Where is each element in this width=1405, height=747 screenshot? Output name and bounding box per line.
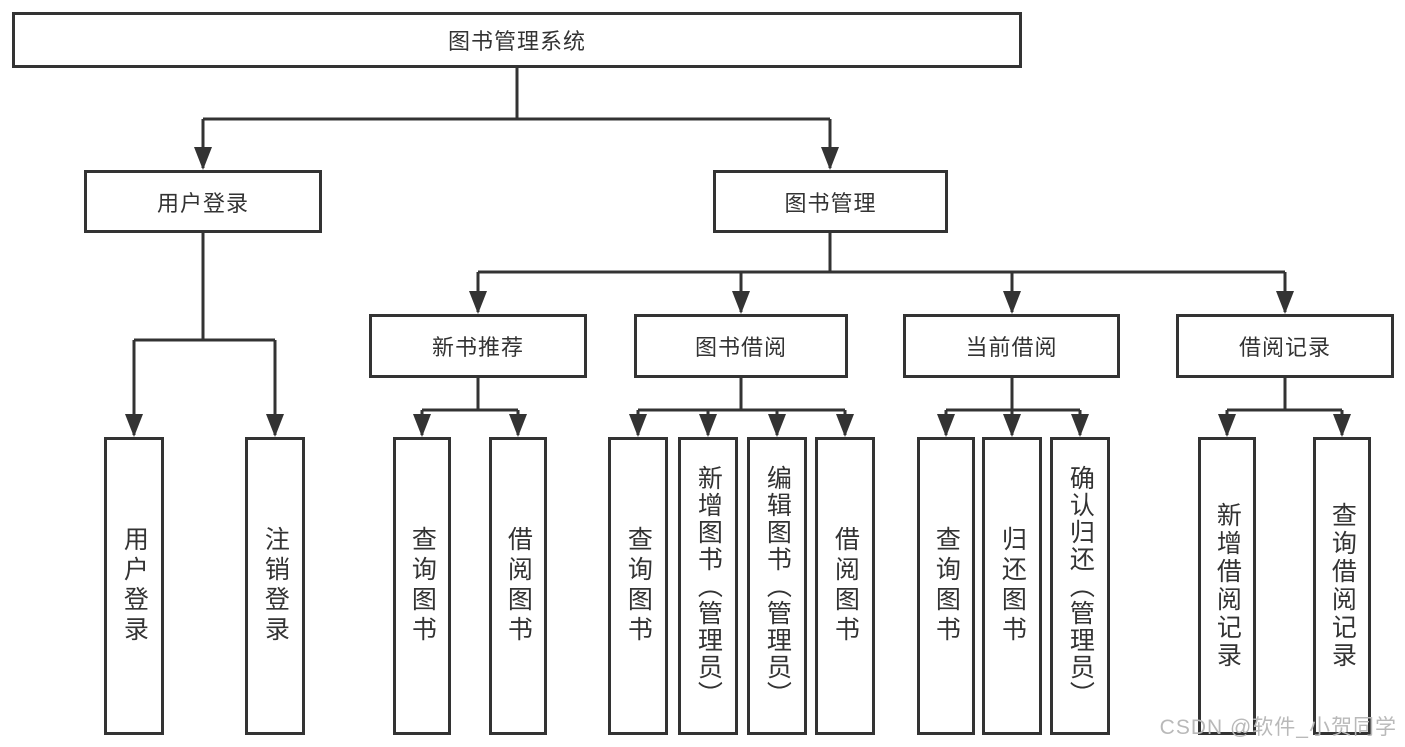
leaf-label: 编辑图书（管理员） [763,464,792,708]
connector-borrowing-children [636,378,847,435]
watermark-text: CSDN @软件_小贺同学 [1159,716,1397,739]
connector-root-to-level2 [201,68,832,168]
arrow-down-icon [768,414,786,437]
leaf-borrow-books-borrowing: 借阅图书 [815,437,875,735]
node-book-borrowing: 图书借阅 [634,314,848,378]
node-current-borrowing: 当前借阅 [903,314,1120,378]
arrow-down-icon [836,414,854,437]
leaf-label: 查询图书 [408,526,437,646]
node-library-system: 图书管理系统 [12,12,1022,68]
arrow-down-icon [194,147,212,170]
node-new-book-recommend: 新书推荐 [369,314,587,378]
connector-book-management-children [476,233,1287,312]
leaf-label: 注销登录 [261,526,290,646]
connector-lines [132,68,1344,435]
leaf-confirm-return-admin: 确认归还（管理员） [1050,437,1110,735]
arrow-down-icon [1276,291,1294,314]
arrow-down-icon [1333,414,1351,437]
leaf-label: 借阅图书 [831,526,860,646]
leaf-label: 归还图书 [998,526,1027,646]
leaf-user-login: 用户登录 [104,437,164,735]
arrow-down-icon [413,414,431,437]
arrow-down-icon [1003,291,1021,314]
leaf-query-borrow-record: 查询借阅记录 [1313,437,1371,735]
leaf-label: 新增图书（管理员） [694,464,723,708]
leaf-label: 借阅图书 [504,526,533,646]
arrow-down-icon [821,147,839,170]
leaf-query-books-recommend: 查询图书 [393,437,451,735]
arrow-down-icon [629,414,647,437]
arrow-down-icon [699,414,717,437]
node-borrowing-records: 借阅记录 [1176,314,1394,378]
leaf-add-books-admin: 新增图书（管理员） [678,437,738,735]
connector-user-login-children [132,233,277,435]
arrow-down-icon [509,414,527,437]
leaf-add-borrow-record: 新增借阅记录 [1198,437,1256,735]
leaf-logout: 注销登录 [245,437,305,735]
arrow-down-icon [266,414,284,437]
arrow-down-icon [1071,414,1089,437]
leaf-return-books: 归还图书 [982,437,1042,735]
leaf-label: 查询借阅记录 [1328,502,1357,670]
connector-records-children [1225,378,1344,435]
arrow-down-icon [937,414,955,437]
connector-current-children [944,378,1082,435]
arrow-down-icon [1218,414,1236,437]
leaf-label: 用户登录 [120,526,149,646]
leaf-label: 确认归还（管理员） [1066,464,1095,708]
leaf-query-books-current: 查询图书 [917,437,975,735]
leaf-edit-books-admin: 编辑图书（管理员） [747,437,807,735]
arrow-down-icon [469,291,487,314]
connector-recommend-children [420,378,520,435]
node-book-management: 图书管理 [713,170,948,233]
arrow-down-icon [732,291,750,314]
arrow-down-icon [1003,414,1021,437]
leaf-label: 查询图书 [932,526,961,646]
arrow-down-icon [125,414,143,437]
node-user-login-group: 用户登录 [84,170,322,233]
leaf-borrow-books-recommend: 借阅图书 [489,437,547,735]
leaf-label: 新增借阅记录 [1213,502,1242,670]
leaf-query-books-borrowing: 查询图书 [608,437,668,735]
leaf-label: 查询图书 [624,526,653,646]
